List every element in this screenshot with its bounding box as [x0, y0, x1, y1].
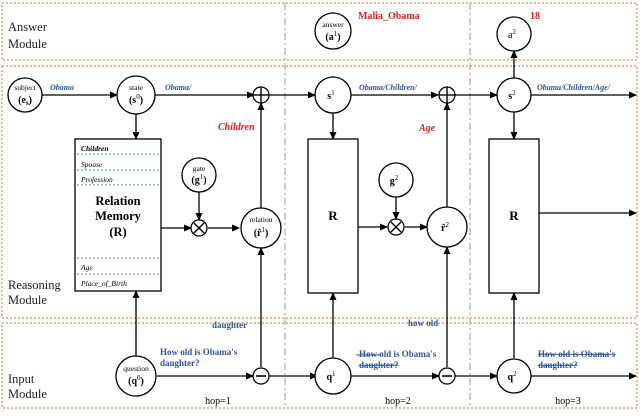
- relation-node-caption: relation: [250, 215, 273, 224]
- memory-row-spouse: Spouse: [81, 160, 103, 169]
- state-node-caption: state: [129, 83, 143, 92]
- gate-node-symbol: (g1): [191, 173, 206, 186]
- subject-node: subject (es): [7, 77, 43, 113]
- reasoning-module-box: [1, 65, 638, 319]
- answer-module-box: [1, 2, 638, 61]
- question-hop3-line2: daughter?: [538, 360, 578, 370]
- s2-node-symbol: s2: [508, 89, 516, 102]
- annotation-obama: Obama: [50, 83, 74, 92]
- question-hop3-line1: How old is Obama's: [538, 349, 616, 359]
- s1-node: s1: [314, 76, 352, 114]
- input-module-label-line1: Input: [8, 372, 35, 386]
- question-hop2-line1: How old is Obama's: [359, 349, 437, 359]
- s2-node: s2: [496, 77, 532, 113]
- relation-node: relation (r̂1): [240, 207, 282, 249]
- multiply-op-1: [190, 219, 208, 237]
- answer-node-1-caption: answer: [322, 20, 344, 29]
- question-node-caption: question: [123, 364, 149, 373]
- r2-node: r̂2: [426, 206, 468, 248]
- relation-block-hop2: R: [307, 138, 359, 294]
- s1-node-symbol: s1: [327, 89, 335, 102]
- annotation-eighteen: 18: [530, 11, 540, 22]
- annotation-daughter: daughter: [212, 320, 247, 330]
- relation-memory-block: Children Spouse Profession Relation Memo…: [74, 138, 162, 292]
- annotation-children: Children: [218, 122, 255, 133]
- q2-node: q2: [496, 358, 532, 394]
- question-hop1-line2: daughter?: [160, 358, 200, 368]
- r2-node-symbol: r̂2: [441, 221, 449, 234]
- g2-node: g2: [378, 162, 414, 198]
- memory-title-line2: Memory: [95, 209, 142, 223]
- subtract-op-1: [252, 367, 270, 385]
- memory-title-line1: Relation: [95, 194, 140, 208]
- hop-label-3: hop=3: [555, 396, 581, 407]
- memory-title-line3: (R): [109, 225, 126, 239]
- q1-node: q1: [314, 357, 352, 395]
- question-hop1-line1: How old is Obama's: [160, 347, 238, 357]
- g2-node-symbol: g2: [390, 174, 399, 187]
- add-op-2: [438, 86, 456, 104]
- annotation-obama-path-3: Obama/Children/Age/: [537, 83, 611, 92]
- annotation-obama-path-2: Obama/Children/: [359, 83, 418, 92]
- a2-node: a2: [496, 16, 532, 52]
- state-node-symbol: (s0): [129, 93, 143, 106]
- answer-node-1-symbol: (a1): [325, 30, 340, 43]
- answer-module-label-line1: Answer: [8, 20, 48, 34]
- annotation-age: Age: [418, 123, 436, 134]
- question-hop2-line2: daughter?: [359, 360, 399, 370]
- q1-node-symbol: q1: [326, 370, 336, 383]
- subject-node-caption: subject: [14, 83, 36, 92]
- relation-block-hop3: R: [488, 138, 540, 294]
- relation-node-symbol: (r̂1): [254, 226, 269, 239]
- question-node-symbol: (q0): [128, 374, 144, 387]
- answer-module-label-line2: Module: [8, 37, 47, 51]
- reasoning-module-label-line2: Module: [8, 293, 47, 307]
- question-node: question (q0): [115, 355, 157, 397]
- relation-block-hop2-label: R: [328, 208, 338, 223]
- answer-node-1: answer (a1): [314, 12, 352, 50]
- memory-row-place-of-birth: Place_of_Birth: [80, 279, 127, 288]
- relation-block-hop3-label: R: [509, 208, 519, 223]
- annotation-obama-path-1: Obama/: [165, 83, 192, 92]
- input-module-label-line2: Module: [8, 387, 47, 401]
- memory-row-age: Age: [80, 263, 93, 272]
- add-op-1: [252, 86, 270, 104]
- multiply-op-2: [387, 218, 405, 236]
- hop-label-2: hop=2: [385, 396, 411, 407]
- reasoning-module-label-line1: Reasoning: [8, 278, 62, 292]
- state-node: state (s0): [116, 75, 156, 115]
- a2-node-symbol: a2: [508, 28, 516, 41]
- gate-node: gate (g1): [181, 157, 217, 193]
- q2-node-symbol: q2: [507, 370, 517, 383]
- annotation-how-old: how old: [408, 318, 438, 328]
- gate-node-caption: gate: [193, 164, 206, 173]
- memory-row-profession: Profession: [80, 175, 113, 184]
- subtract-op-2: [438, 367, 456, 385]
- subject-node-symbol: (es): [18, 95, 32, 107]
- hop-label-1: hop=1: [205, 396, 231, 407]
- input-module-box: [1, 322, 638, 409]
- memory-row-children: Children: [81, 144, 109, 153]
- annotation-malia-obama: Malia_Obama: [358, 11, 420, 22]
